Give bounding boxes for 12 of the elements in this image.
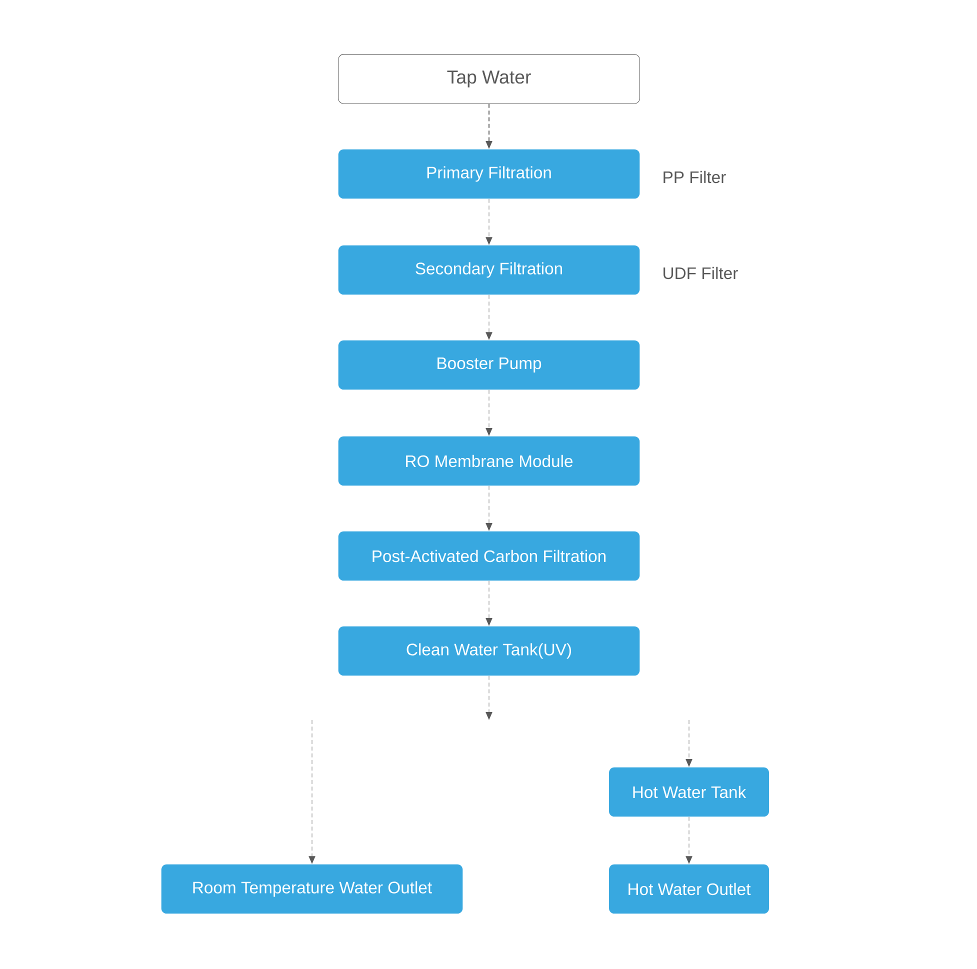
process-box: RO Membrane Module (338, 436, 640, 486)
process-box: Room Temperature Water Outlet (161, 864, 463, 914)
process-box: Primary Filtration (338, 149, 640, 199)
side-note: UDF Filter (664, 266, 738, 280)
process-box: Secondary Filtration (338, 245, 640, 295)
side-note: PP Filter (664, 170, 726, 184)
process-box: Hot Water Outlet (609, 864, 769, 914)
process-box: Post-Activated Carbon Filtration (338, 531, 640, 581)
process-box: Booster Pump (338, 340, 640, 390)
process-box: Clean Water Tank(UV) (338, 626, 640, 676)
start-box: Tap Water (338, 54, 640, 104)
process-box: Hot Water Tank (609, 767, 769, 817)
